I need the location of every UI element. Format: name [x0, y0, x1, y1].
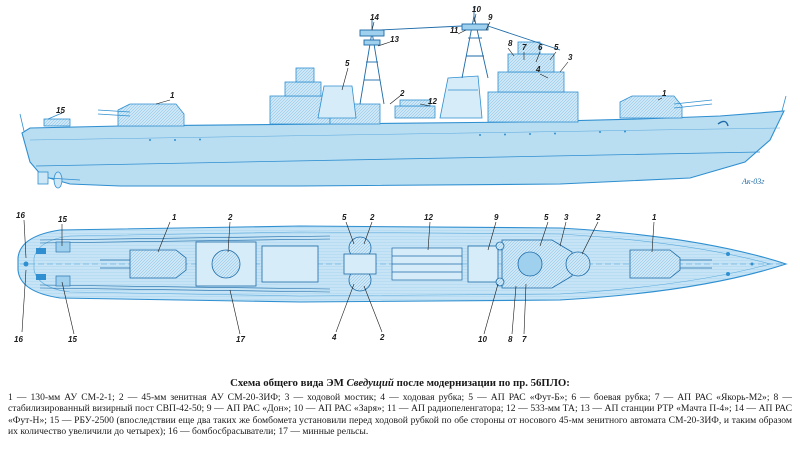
- ship-drawing: 15 1 5 14 13 2 12 11 10 9 8 7 6 5 3 4 1 …: [14, 5, 788, 344]
- caption-ship-name: Сведущий: [346, 377, 394, 389]
- plan-bow-fittings: [726, 252, 754, 276]
- side-turret-aft: [97, 103, 185, 127]
- plan-callout: 15: [58, 215, 67, 224]
- side-propeller: [37, 171, 81, 189]
- plan-callout: 17: [236, 335, 245, 344]
- plan-callout-leaders: [21, 219, 655, 335]
- side-callout: 9: [488, 13, 493, 22]
- plan-view: [17, 225, 788, 303]
- plan-callout: 3: [564, 213, 569, 222]
- side-turret-fore: [619, 95, 713, 119]
- plan-callouts: 16 15 1 2 5 2 12 9 5 3 2 1 16 15 17 4 2 …: [14, 211, 657, 344]
- side-view: [19, 6, 787, 189]
- side-callout: 14: [370, 13, 379, 22]
- plan-depth-charges: [23, 248, 46, 280]
- side-callout: 7: [522, 43, 527, 52]
- plan-callout: 4: [331, 333, 337, 342]
- side-anchor: [717, 120, 729, 127]
- plan-callout: 2: [595, 213, 601, 222]
- plan-bridge: [467, 239, 573, 289]
- side-callout: 15: [56, 106, 65, 115]
- plan-turret-aft: [100, 249, 187, 279]
- plan-callout: 16: [14, 335, 23, 344]
- figure-caption: Схема общего вида ЭМ Сведущий после моде…: [8, 377, 792, 438]
- side-callout: 4: [535, 65, 541, 74]
- side-callout: 2: [399, 89, 405, 98]
- caption-legend: 1 — 130-мм АУ СМ-2-1; 2 — 45-мм зенитная…: [8, 391, 792, 438]
- plan-fore-45mm: [565, 251, 591, 277]
- side-aft-mast: [359, 18, 385, 105]
- plan-callout: 1: [172, 213, 177, 222]
- side-callout: 5: [345, 59, 350, 68]
- side-torpedo-tubes: [394, 99, 436, 119]
- plan-callout: 10: [478, 335, 487, 344]
- plan-torpedo-tubes: [391, 247, 463, 281]
- side-callout: 1: [170, 91, 175, 100]
- side-funnels: [317, 75, 483, 119]
- plan-callout: 9: [494, 213, 499, 222]
- plan-aft-deckhouse: [195, 241, 319, 287]
- plan-callout: 8: [508, 335, 513, 344]
- side-callout: 6: [538, 43, 543, 52]
- side-portholes: [149, 130, 626, 141]
- plan-callout: 16: [16, 211, 25, 220]
- side-callout: 1: [662, 89, 667, 98]
- side-callout: 12: [428, 97, 437, 106]
- plan-callout: 12: [424, 213, 433, 222]
- plan-callout: 1: [652, 213, 657, 222]
- plan-callout: 7: [522, 335, 527, 344]
- side-callout: 5: [554, 43, 559, 52]
- side-fore-mast: [379, 6, 561, 79]
- artist-signature: Ак-03г: [741, 177, 764, 186]
- side-callout-leaders: [59, 13, 663, 115]
- caption-title-before: Схема общего вида ЭМ: [230, 377, 347, 389]
- side-callout: 10: [472, 5, 481, 14]
- side-callout: 8: [508, 39, 513, 48]
- plan-callout: 5: [544, 213, 549, 222]
- side-callout: 11: [450, 26, 459, 35]
- plan-callout: 5: [342, 213, 347, 222]
- plan-callout: 2: [369, 213, 375, 222]
- side-callout: 3: [568, 53, 573, 62]
- plan-mine-rails: [39, 235, 331, 293]
- plan-midship-mounts: [343, 236, 377, 292]
- caption-title: Схема общего вида ЭМ Сведущий после моде…: [8, 377, 792, 390]
- caption-title-after: после модернизации по пр. 56ПЛО:: [393, 377, 570, 389]
- plan-turret-fore: [629, 249, 712, 279]
- side-waterline: [35, 151, 761, 167]
- side-callout: 13: [390, 35, 399, 44]
- side-callouts: 15 1 5 14 13 2 12 11 10 9 8 7 6 5 3 4 1: [56, 5, 667, 115]
- plan-callout: 15: [68, 335, 77, 344]
- plan-callout: 2: [227, 213, 233, 222]
- side-rbu-aft: [43, 112, 71, 127]
- plan-callout: 2: [379, 333, 385, 342]
- side-bridge: [487, 41, 579, 123]
